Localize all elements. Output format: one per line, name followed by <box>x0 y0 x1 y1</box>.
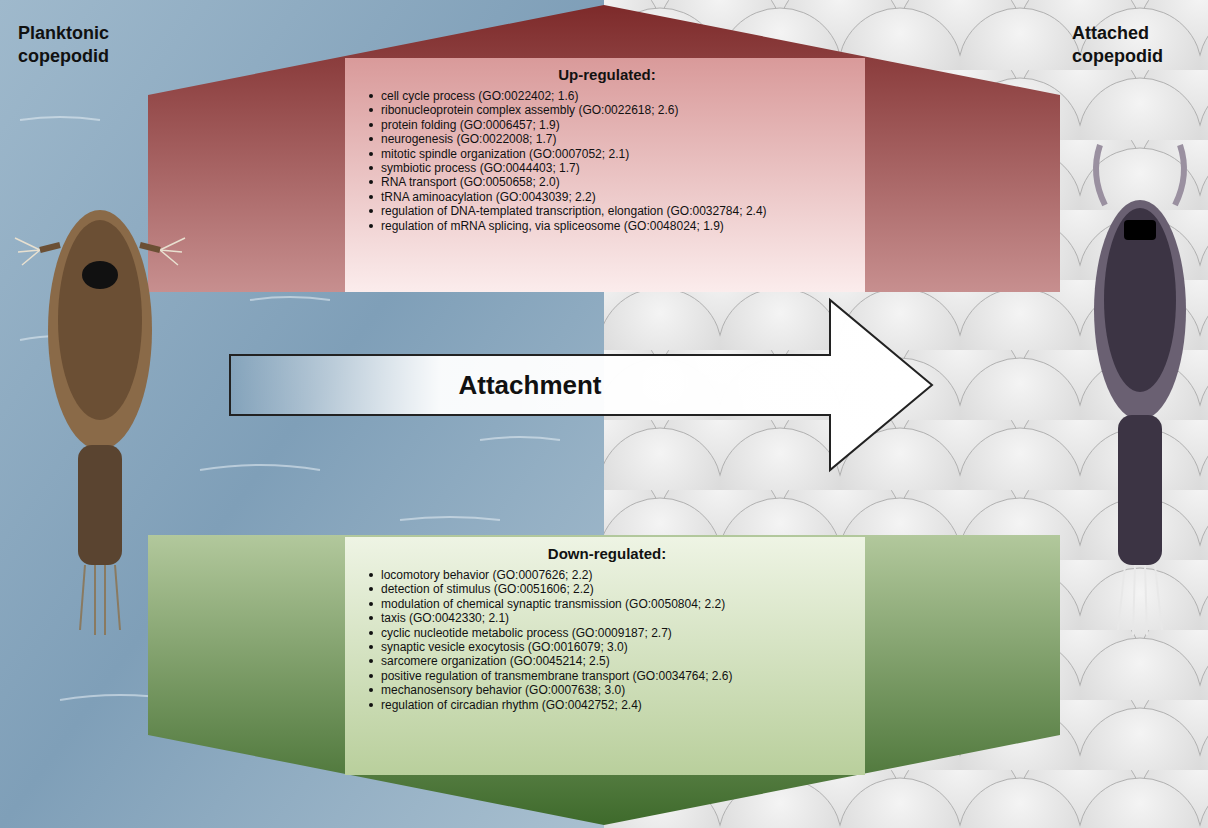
go-term-item: cyclic nucleotide metabolic process (GO:… <box>367 626 847 640</box>
down-box-fill <box>345 537 865 775</box>
list-bullet <box>369 688 373 692</box>
list-bullet <box>369 631 373 635</box>
list-bullet <box>369 152 373 156</box>
list-bullet <box>369 108 373 112</box>
go-term-item: mitotic spindle organization (GO:0007052… <box>367 147 847 161</box>
planktonic-copepod <box>15 210 185 635</box>
go-term-item: cell cycle process (GO:0022402; 1.6) <box>367 89 847 103</box>
list-bullet <box>369 674 373 678</box>
go-term-item: tRNA aminoacylation (GO:0043039; 2.2) <box>367 190 847 204</box>
list-bullet <box>369 703 373 707</box>
down-arrow-shape <box>148 535 1060 825</box>
list-bullet <box>369 573 373 577</box>
attached-copepod <box>1094 145 1186 635</box>
up-arrow-shape <box>148 5 1060 292</box>
down-regulated-box: Down-regulated: locomotory behavior (GO:0… <box>345 537 865 775</box>
list-bullet <box>369 659 373 663</box>
arrow-label: Attachment <box>458 370 601 401</box>
go-term-item: locomotory behavior (GO:0007626; 2.2) <box>367 568 847 582</box>
list-bullet <box>369 137 373 141</box>
attachment-arrow: Attachment <box>230 355 830 415</box>
list-bullet <box>369 123 373 127</box>
copepod-stage-label: Planktonic copepodid <box>18 22 168 67</box>
up-regulated-box: Up-regulated: cell cycle process (GO:0022… <box>345 58 865 292</box>
list-bullet <box>369 602 373 606</box>
list-bullet <box>369 166 373 170</box>
go-term-item: ribonucleoprotein complex assembly (GO:0… <box>367 103 847 117</box>
list-bullet <box>369 94 373 98</box>
go-term-item: detection of stimulus (GO:0051606; 2.2) <box>367 582 847 596</box>
go-term-item: sarcomere organization (GO:0045214; 2.5) <box>367 654 847 668</box>
go-term-item: positive regulation of transmembrane tra… <box>367 669 847 683</box>
go-term-item: taxis (GO:0042330; 2.1) <box>367 611 847 625</box>
go-term-item: synaptic vesicle exocytosis (GO:0016079;… <box>367 640 847 654</box>
go-term-item: protein folding (GO:0006457; 1.9) <box>367 118 847 132</box>
box-heading: Down-regulated: <box>367 545 847 562</box>
list-bullet <box>369 616 373 620</box>
go-term-item: mechanosensory behavior (GO:0007638; 3.0… <box>367 683 847 697</box>
list-bullet <box>369 180 373 184</box>
go-term-item: regulation of DNA-templated transcriptio… <box>367 204 847 218</box>
list-bullet <box>369 645 373 649</box>
go-term-item: neurogenesis (GO:0022008; 1.7) <box>367 132 847 146</box>
list-bullet <box>369 195 373 199</box>
go-term-item: regulation of circadian rhythm (GO:00427… <box>367 698 847 712</box>
copepod-stage-label: Attached copepodid <box>1072 22 1202 67</box>
attachment-arrow-shape <box>230 300 932 470</box>
box-heading: Up-regulated: <box>367 66 847 83</box>
list-bullet <box>369 224 373 228</box>
go-term-item: modulation of chemical synaptic transmis… <box>367 597 847 611</box>
list-bullet <box>369 587 373 591</box>
up-box-fill <box>345 58 865 292</box>
list-bullet <box>369 209 373 213</box>
go-term-item: symbiotic process (GO:0044403; 1.7) <box>367 161 847 175</box>
go-term-item: regulation of mRNA splicing, via spliceo… <box>367 219 847 233</box>
go-term-item: RNA transport (GO:0050658; 2.0) <box>367 175 847 189</box>
